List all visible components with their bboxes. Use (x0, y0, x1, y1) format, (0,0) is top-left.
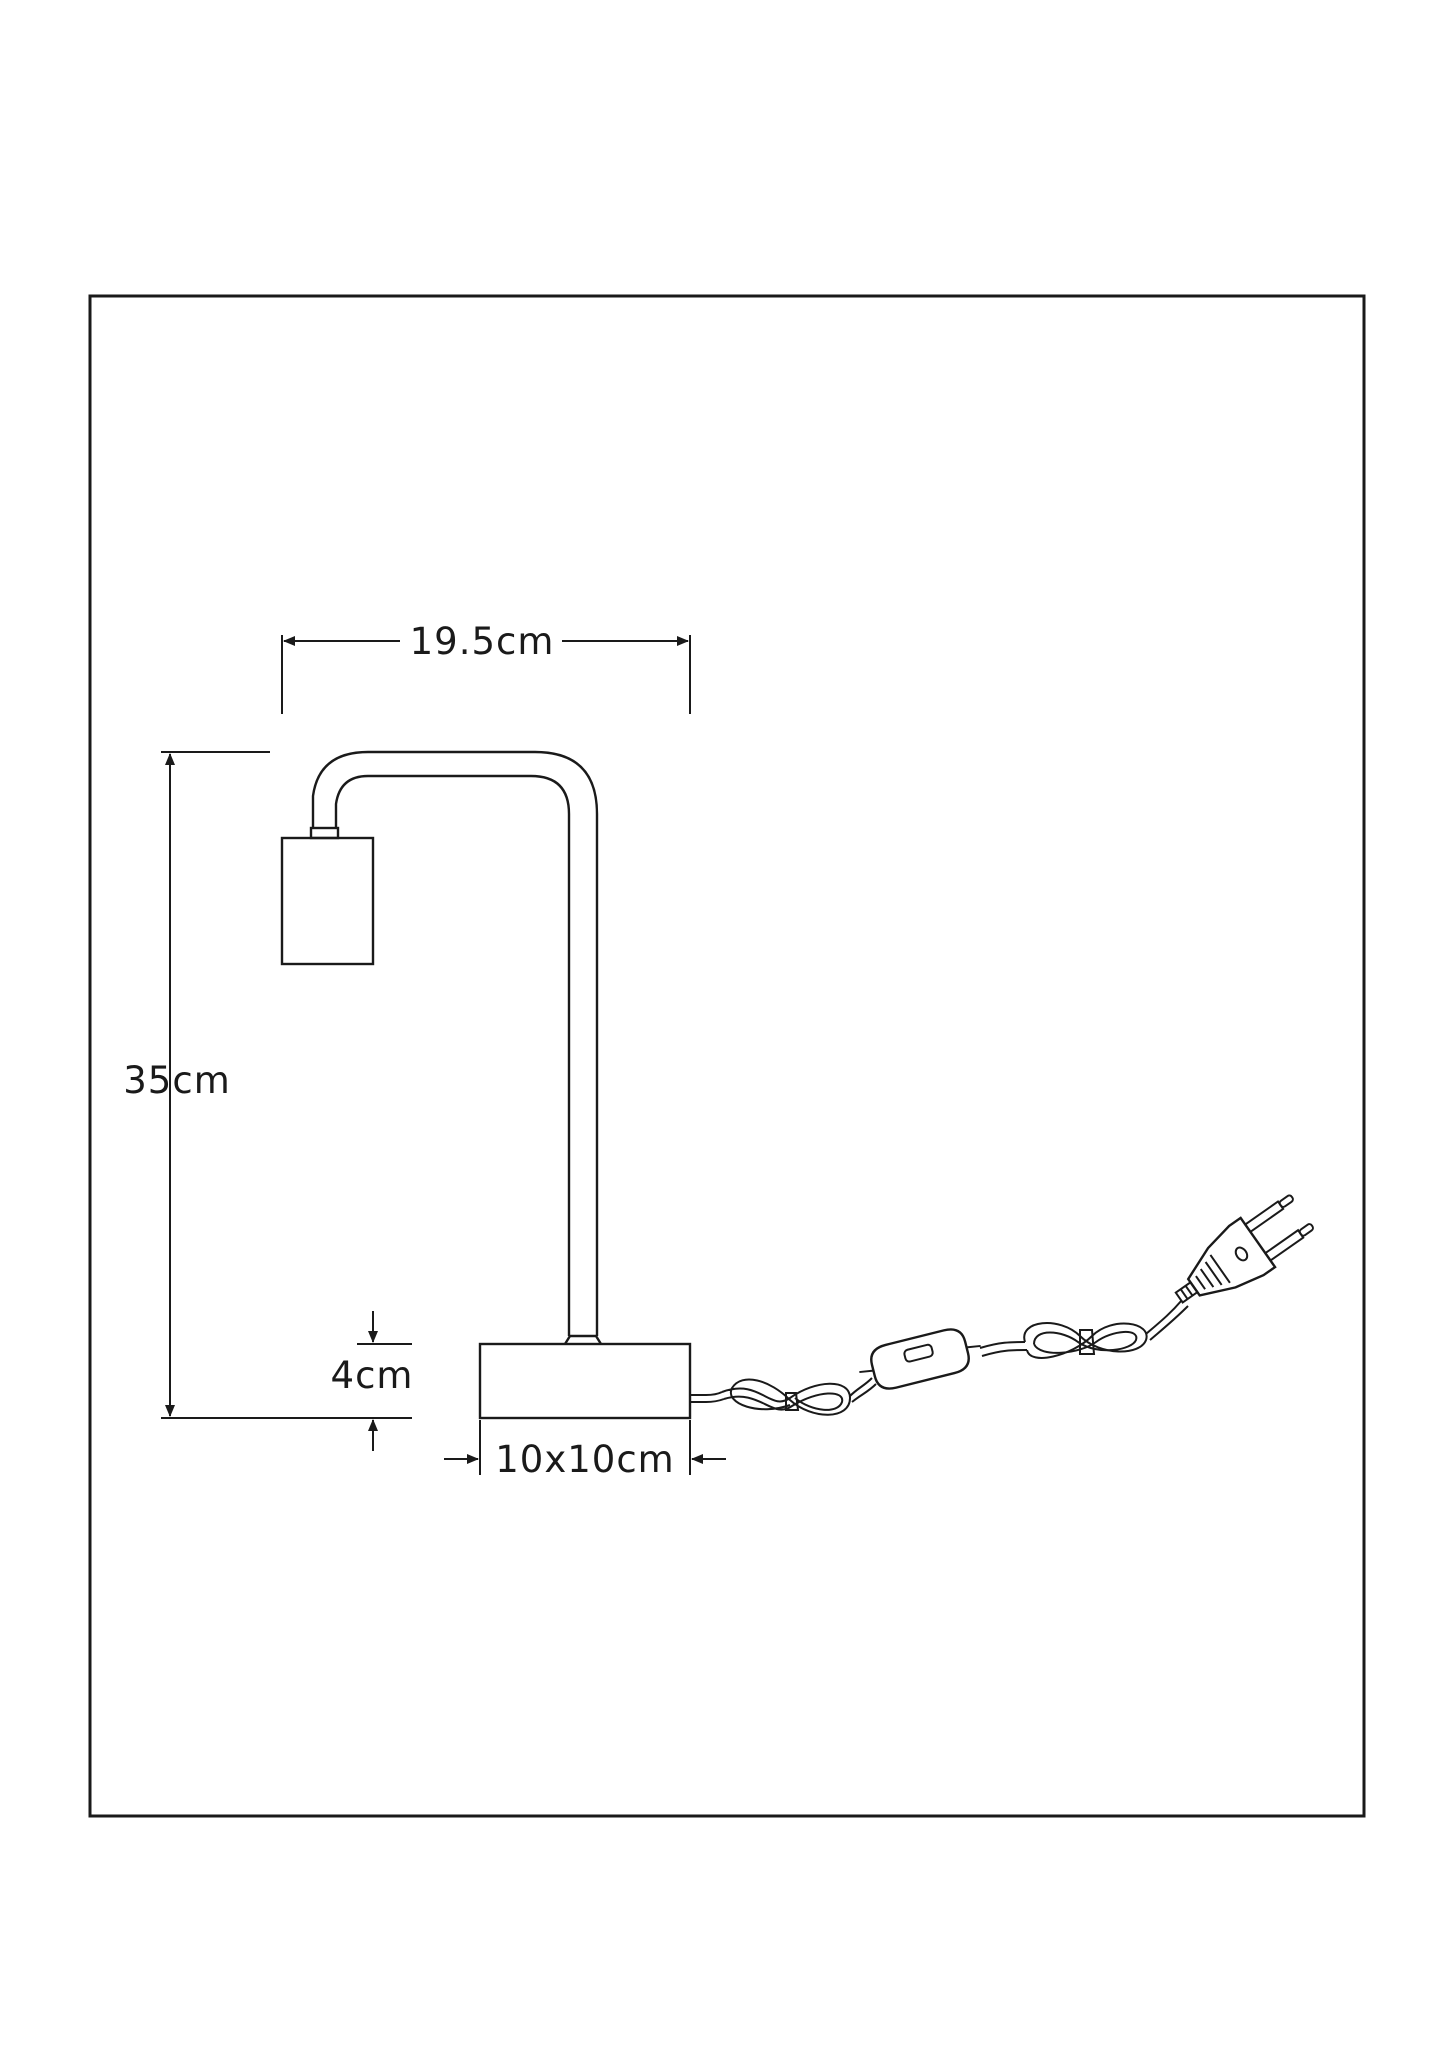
height-label: 35cm (123, 1059, 230, 1102)
lamp-arm (334, 774, 571, 1336)
base-height-dimension: 4cm (331, 1311, 414, 1451)
drawing-frame (88, 294, 1366, 1818)
lamp-illustration (280, 750, 692, 1420)
power-plug (1174, 1194, 1314, 1304)
inline-switch (859, 1328, 981, 1390)
width-dimension: 19.5cm (281, 620, 691, 714)
height-dimension: 35cm (123, 751, 412, 1419)
width-label: 19.5cm (410, 620, 555, 663)
base-size-dimension: 10x10cm (444, 1420, 726, 1481)
base-size-label: 10x10cm (495, 1438, 674, 1481)
lamp-base (478, 1342, 692, 1420)
lamp-holder (280, 836, 375, 966)
power-cable (690, 1377, 877, 1416)
base-height-label: 4cm (331, 1354, 414, 1397)
power-cable-rear (979, 1299, 1189, 1359)
